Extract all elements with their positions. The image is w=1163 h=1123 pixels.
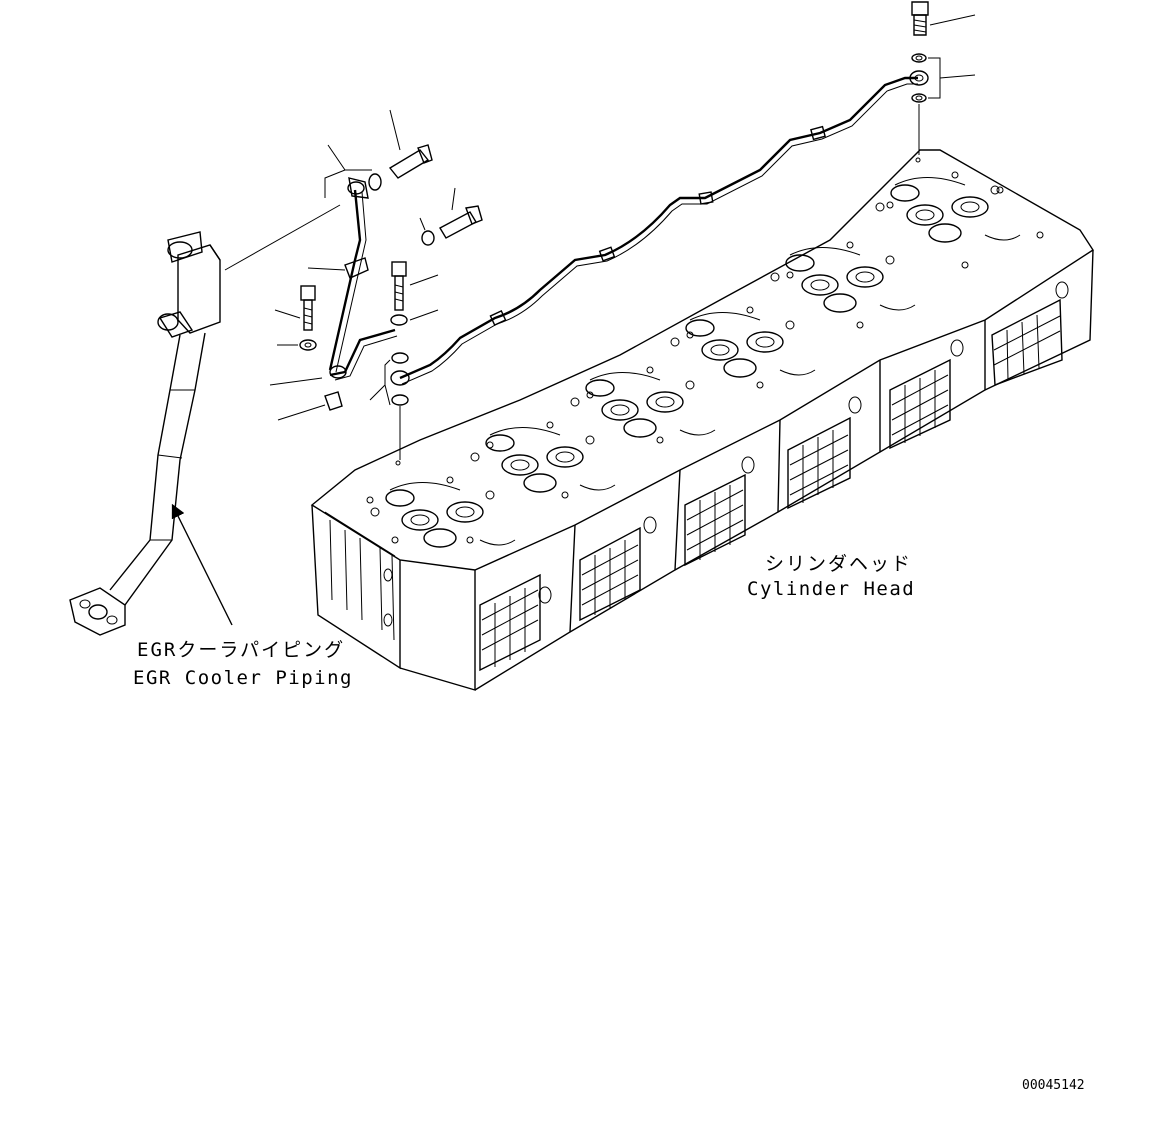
tube-clamp <box>344 257 369 279</box>
egr-pointer-arrow <box>171 503 233 626</box>
egr-label-en: EGR Cooler Piping <box>133 667 353 689</box>
washer-b <box>390 314 408 326</box>
egr-cooler-pipe <box>69 231 233 636</box>
cylinder-head-label-jp: シリンダヘッド <box>765 553 912 575</box>
banjo-eye-left <box>390 370 410 386</box>
bolt-middle <box>439 205 483 239</box>
gasket-top-upper <box>911 53 927 63</box>
washer-d <box>391 394 409 406</box>
drawing-number: 00045142 <box>1022 1078 1085 1093</box>
gasket-top-lower <box>911 93 927 103</box>
washer-upper <box>368 173 382 191</box>
valve-port-clusters <box>370 171 1021 548</box>
cylinder-head-label-en: Cylinder Head <box>747 578 915 600</box>
egr-label-jp: EGRクーラパイピング <box>137 639 345 661</box>
top-right-fittings <box>909 1 976 155</box>
banjo-bolt-top <box>911 1 929 36</box>
tube-ferrules <box>489 125 826 326</box>
bolt-vertical-b <box>391 261 407 311</box>
side-pockets <box>479 298 1063 672</box>
return-tube <box>399 76 918 385</box>
left-fittings <box>224 109 483 460</box>
deck-bolt-holes <box>366 157 1044 544</box>
bolt-upper-right <box>388 144 433 179</box>
side-holes <box>383 281 1069 627</box>
washer-a <box>299 339 317 351</box>
washer-c <box>391 352 409 364</box>
banjo-eye <box>909 70 929 86</box>
cylinder-head <box>310 149 1094 691</box>
washer-middle <box>421 230 435 246</box>
bolt-vertical-a <box>300 285 316 331</box>
nut <box>324 391 343 411</box>
